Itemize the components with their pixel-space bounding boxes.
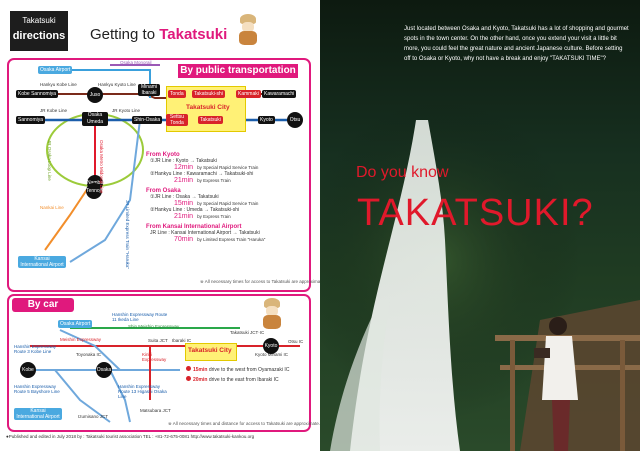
station-sannomiya: Sannomiya [16, 116, 46, 124]
line-nankai: Nankai Line [40, 205, 64, 210]
legend-item: 15min drive to the west from Oyamazaki I… [186, 366, 289, 373]
by-car-box [7, 294, 311, 432]
route-line: ②Hankyu Line : Umeda → Takatsuki-shi [150, 207, 240, 213]
route-heading: From Osaka [146, 188, 181, 194]
line-jr-kobe: JR Kobe Line [40, 108, 68, 113]
public-transport-box [7, 58, 311, 292]
car-hanshin-r11: Hanshin Expressway Route 11 Ikeda Line [112, 312, 168, 322]
station-takatsuki-shi: Takatsuki-shi [192, 90, 225, 98]
station-kobe-sannomiya: Kobe Sannomiya [16, 90, 59, 98]
route-heading: From Kansai International Airport [146, 224, 242, 230]
publisher-footer: ●Published and edited in July 2018 by : … [6, 434, 255, 439]
car-kobe: Kobe [20, 362, 36, 378]
route-line: ①JR Line : Osaka → Takatsuki [150, 194, 219, 200]
station-takatsuki: Takatsuki [198, 116, 223, 124]
line-hankyu-kobe: Hankyu Kobe Line [40, 82, 77, 87]
title-city: Takatsuki [159, 26, 228, 43]
station-kammaki: Kammaki [236, 90, 261, 98]
line-jr-express: JR Limited Express Train "Haruka" [125, 200, 130, 269]
public-transport-footnote: ※ All necessary times for access to Taka… [200, 279, 326, 284]
car-izumisano: Izumisano JCT [78, 414, 109, 419]
line-midosuji: Osaka Metro Midosuji Line [99, 140, 104, 194]
badge-big-text: directions [12, 30, 66, 42]
car-footnote: ※ All necessary times and distance for a… [168, 421, 321, 426]
station-minami-ibaraki: Minami Ibaraki [138, 84, 160, 96]
car-osaka: Osaka [96, 362, 112, 378]
mascot-illustration-car [262, 298, 284, 332]
car-matsubara: Matsubara JCT [140, 408, 171, 413]
title-prefix: Getting to [90, 26, 160, 43]
headline-small: Do you know [356, 164, 449, 181]
route-note: by Limited Express Train "Haruka" [197, 237, 266, 242]
station-kawaramachi: Kawaramachi [262, 90, 297, 98]
car-takatsuki-jct: Takatsuki JCT·IC [230, 330, 265, 335]
station-tonda: Tonda [168, 90, 186, 98]
station-tennoji: Tennoji [86, 183, 102, 199]
car-suita-jct: Suita JCT [148, 338, 168, 343]
person-silhouette [534, 317, 578, 451]
car-hanshin-r3: Hanshin Expressway Route 3 Kobe Line [14, 344, 57, 354]
takatsuki-city-label: Takatsuki City [186, 104, 230, 111]
car-toyonaka-ic: Toyonaka IC [76, 352, 102, 357]
line-hankyu-kyoto: Hankyu Kyoto Line [98, 82, 136, 87]
route-heading: From Kyoto [146, 152, 180, 158]
route-note: by Special Rapid Service Train [197, 201, 259, 206]
car-legend: 15min drive to the west from Oyamazaki I… [186, 366, 289, 386]
car-kansai-airport: Kansai International Airport [14, 408, 62, 420]
route-duration: 21min [174, 213, 194, 220]
waterfall-illustration [320, 100, 640, 451]
route-line: ①JR Line : Kyoto → Takatsuki [150, 158, 217, 164]
line-jr-kyoto: JR Kyoto Line [112, 108, 141, 113]
public-transport-heading: By public transportation [178, 64, 298, 78]
station-osaka-umeda: Osaka Umeda [82, 112, 108, 126]
directions-panel: Takatsuki directions Getting to Takatsuk… [6, 11, 326, 439]
legend-item: 20min drive to the east from Ibaraki IC [186, 376, 289, 383]
route-duration: 15min [174, 200, 194, 207]
station-kyoto: Kyoto [258, 116, 275, 124]
car-kyoto-minami-ic: Kyoto Minami IC [255, 352, 289, 357]
station-kansai-airport: Kansai International Airport [18, 256, 66, 268]
station-settsu-tonda: Settsu Tonda [166, 114, 188, 126]
station-otsu: Otsu [287, 112, 303, 128]
route-note: by Express Train [197, 178, 231, 183]
route-duration: 12min [174, 164, 194, 171]
car-hanshin-r5: Hanshin Expressway Route 5 Bayshore Line [14, 384, 60, 394]
route-note: by Special Rapid Service Train [197, 165, 259, 170]
line-osaka-loop: JR Osaka Loop Line [47, 140, 52, 181]
car-kinki: Kinki Expressway [142, 352, 167, 362]
route-note: by Express Train [197, 214, 231, 219]
car-takatsuki-city: Takatsuki City [188, 347, 232, 354]
car-meishin: Meishin Expressway [60, 337, 102, 342]
car-hanshin-r13: Hanshin Expressway Route 13 Higashi Osak… [118, 384, 167, 399]
car-shin-meishin: Shin Meishin Expressway [128, 324, 180, 329]
waterfall-photo: Just located between Osaka and Kyoto, Ta… [320, 0, 640, 451]
mascot-illustration [238, 14, 260, 48]
car-city-highlight [185, 343, 237, 361]
route-duration: 21min [174, 177, 194, 184]
station-shin-osaka: Shin-Osaka [132, 116, 163, 124]
car-ibaraki-ic: Ibaraki IC [172, 338, 192, 343]
route-duration: 70min [174, 236, 194, 243]
car-otsu-ic: Otsu IC [288, 339, 304, 344]
route-line: ②Hankyu Line : Kawaramachi → Takatsuki-s… [150, 171, 254, 177]
headline-big: TAKATSUKI? [357, 192, 594, 234]
car-osaka-airport: Osaka Airport [58, 320, 93, 328]
station-osaka-airport: Osaka Airport [38, 66, 73, 74]
intro-text: Just located between Osaka and Kyoto, Ta… [404, 26, 629, 62]
line-osaka-monorail: Osaka Monorail [120, 60, 152, 65]
by-car-heading: By car [12, 298, 74, 312]
station-juso: Juso [87, 87, 103, 103]
badge-small-text: Takatsuki [22, 16, 56, 25]
route-line: JR Line : Kansai International Airport →… [150, 230, 260, 236]
directions-badge: Takatsuki directions [10, 11, 68, 51]
page-title: Getting to Takatsuki [90, 26, 227, 43]
car-kyoto: Kyoto [263, 338, 279, 354]
